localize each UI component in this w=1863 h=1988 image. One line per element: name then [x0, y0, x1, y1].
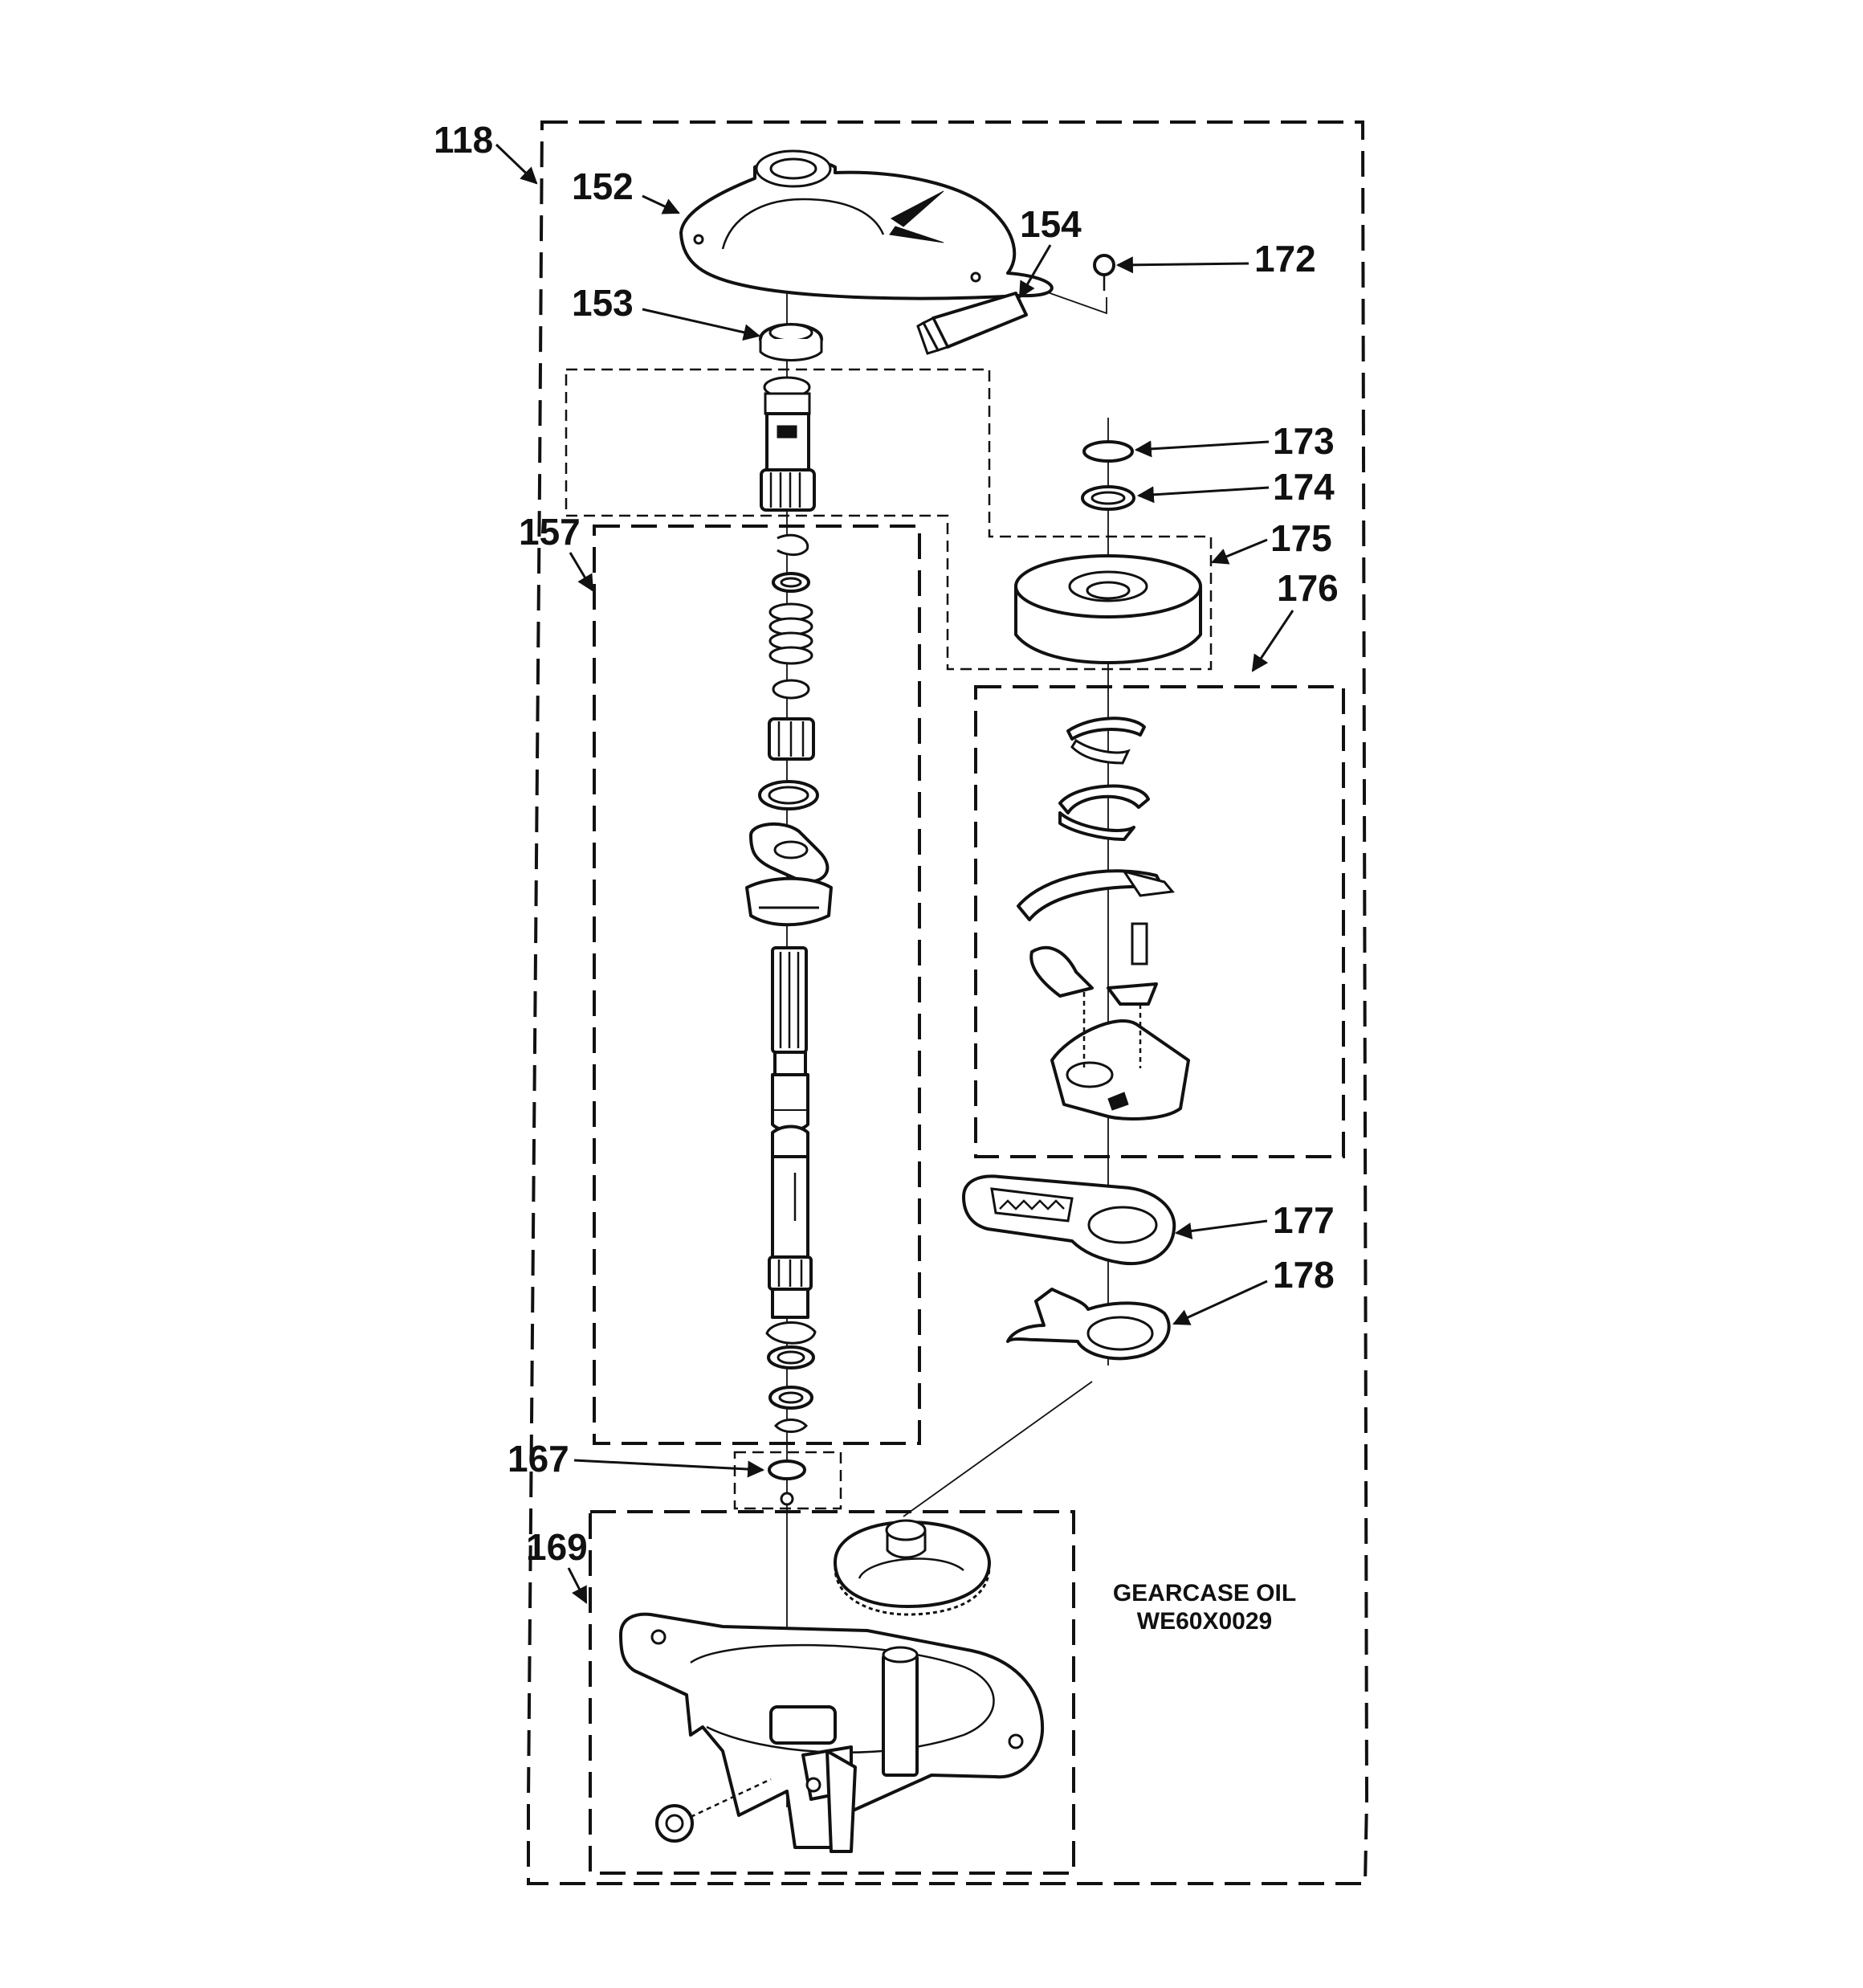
group-157-boundary: [593, 525, 921, 1445]
label-174: 174: [1273, 466, 1335, 508]
leader-173: [1134, 440, 1270, 458]
note-line-2: WE60X0029: [1137, 1608, 1272, 1635]
group-upper-pinion-boundary: [565, 368, 1213, 671]
leader-175: [1211, 538, 1268, 565]
leader-178: [1172, 1280, 1268, 1325]
label-172: 172: [1254, 238, 1316, 280]
leader-167: [573, 1459, 765, 1478]
gearcase-cover-part: [679, 149, 1054, 300]
leader-172: [1115, 256, 1249, 274]
group-169-boundary: [589, 1510, 1075, 1875]
label-176: 176: [1277, 567, 1339, 609]
upper-pinion-part: [760, 376, 816, 512]
label-152: 152: [572, 165, 634, 207]
leader-174: [1136, 486, 1270, 504]
leader-176: [1251, 610, 1294, 672]
leader-177: [1174, 1219, 1268, 1239]
leader-154: [1018, 244, 1052, 299]
label-118: 118: [434, 119, 493, 161]
snap-ring-part: [1082, 440, 1134, 463]
label-153: 153: [572, 282, 634, 324]
cam-link-line: [903, 1381, 1093, 1517]
shaft-assembly-part: [745, 533, 833, 1433]
note-line-1: GEARCASE OIL: [1113, 1580, 1296, 1606]
leader-157: [569, 552, 594, 592]
assembly-118-boundary: [527, 120, 1369, 1885]
group-167-boundary: [733, 1451, 842, 1510]
seal-part: [759, 323, 823, 361]
leader-118: [495, 143, 538, 185]
leader-153: [642, 308, 761, 341]
shift-fork-part: [962, 1174, 1176, 1266]
screw-part: [1093, 254, 1115, 291]
group-176-boundary: [974, 685, 1345, 1158]
thrust-washer-part: [1081, 485, 1135, 511]
cam-plate-part: [1006, 1288, 1171, 1361]
drive-gear-part: [1014, 554, 1202, 664]
label-173: 173: [1273, 420, 1335, 462]
label-167: 167: [508, 1438, 569, 1480]
leader-169: [567, 1567, 588, 1604]
leader-152: [642, 194, 680, 214]
cam-and-segment-assembly-part: [1017, 716, 1190, 1121]
label-154: 154: [1020, 203, 1082, 245]
label-177: 177: [1273, 1199, 1335, 1241]
label-157: 157: [519, 511, 581, 553]
washer-and-ball-part: [768, 1459, 806, 1506]
label-178: 178: [1273, 1254, 1335, 1296]
grease-tube-part: [916, 292, 1028, 355]
gearcase-housing-part: [619, 1519, 1045, 1853]
label-175: 175: [1270, 517, 1332, 559]
label-169: 169: [526, 1526, 588, 1568]
